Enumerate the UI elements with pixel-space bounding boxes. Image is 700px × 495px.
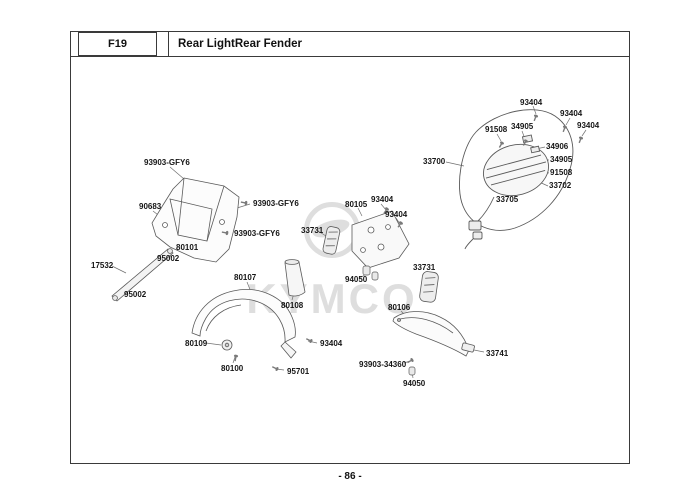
rubber-pad-shape xyxy=(322,226,341,255)
reflector-shape xyxy=(461,342,475,353)
header-rule xyxy=(70,56,630,57)
mount-bracket-shape xyxy=(351,210,410,269)
page-title: Rear LightRear Fender xyxy=(178,38,302,50)
drain-tube-shape xyxy=(284,259,306,297)
section-code: F19 xyxy=(108,38,127,50)
page-number: - 86 - xyxy=(338,471,362,482)
header-divider xyxy=(168,32,169,56)
rubber-pad2-shape xyxy=(419,271,439,303)
damper-shape xyxy=(362,265,379,281)
rear-light-assembly-shape xyxy=(458,109,574,250)
damper2-shape xyxy=(408,366,416,376)
support-rod-shape xyxy=(111,248,174,302)
front-fender-shape xyxy=(191,289,297,359)
rear-fender-shape xyxy=(151,177,240,263)
tail-cover-shape xyxy=(392,311,470,357)
section-code-box: F19 xyxy=(78,32,157,56)
